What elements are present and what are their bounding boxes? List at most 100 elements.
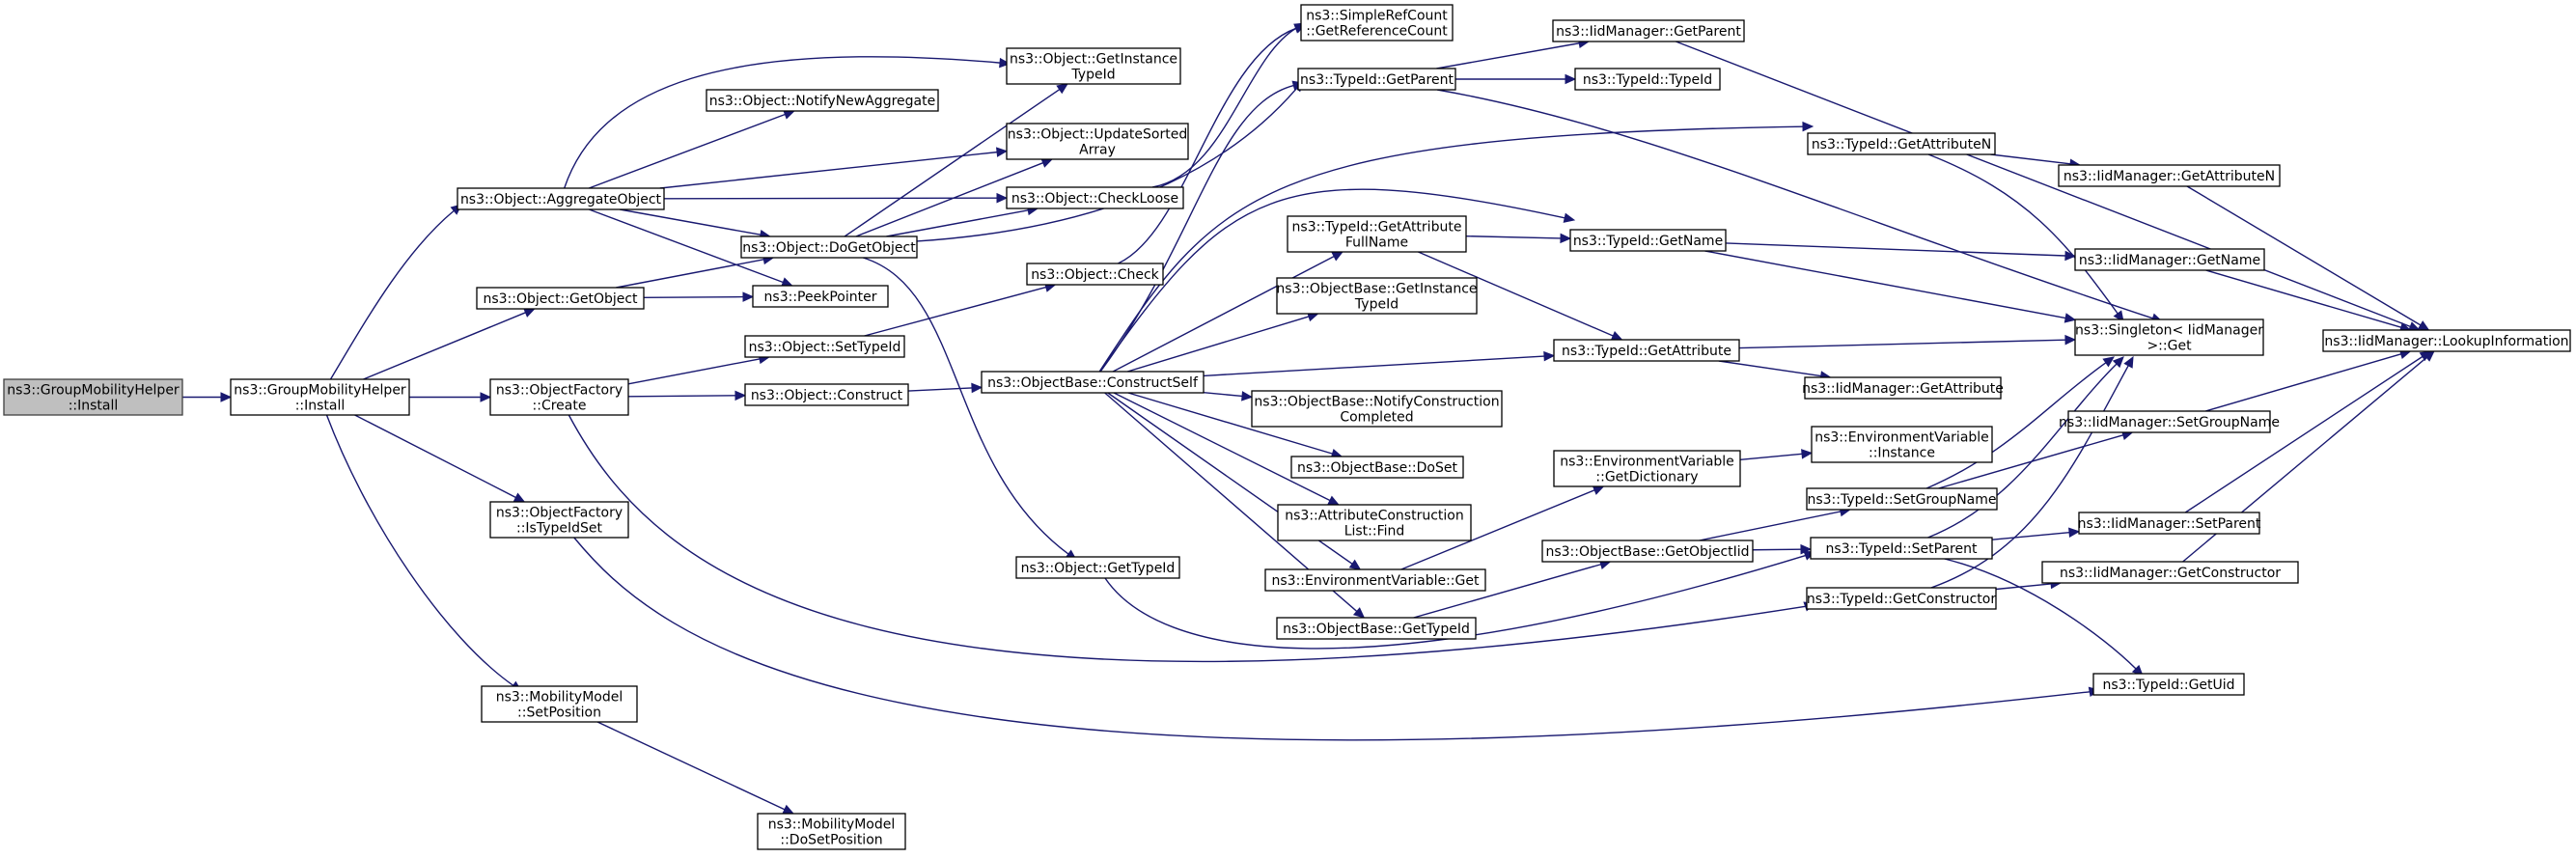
edge-line bbox=[907, 387, 973, 392]
node-tid_typeid[interactable]: ns3::TypeId::TypeId bbox=[1574, 68, 1721, 91]
edge-line bbox=[1991, 531, 2070, 540]
node-tid_getconstructor[interactable]: ns3::TypeId::GetConstructor bbox=[1806, 587, 1997, 610]
edge-line bbox=[1127, 392, 1333, 455]
node-box bbox=[1290, 456, 1464, 479]
edge-line bbox=[1738, 339, 2066, 349]
node-label: ns3::ObjectBase::GetTypeId bbox=[1283, 622, 1470, 637]
node-ob_getobjectiid[interactable]: ns3::ObjectBase::GetObjectIid bbox=[1541, 540, 1754, 563]
node-singleton_get[interactable]: ns3::Singleton< IidManager >::Get bbox=[2074, 318, 2264, 356]
node-label: ns3::TypeId::GetName bbox=[1573, 234, 1723, 249]
edge-tid_getparent-to-iid_getparent bbox=[1436, 38, 1591, 69]
node-ob_gettypeid[interactable]: ns3::ObjectBase::GetTypeId bbox=[1276, 617, 1477, 640]
node-tid_getattr[interactable]: ns3::TypeId::GetAttribute bbox=[1553, 339, 1740, 362]
node-label: List::Find bbox=[1344, 524, 1405, 540]
node-box bbox=[1810, 537, 1993, 560]
node-peekpointer[interactable]: ns3::PeekPointer bbox=[752, 285, 889, 308]
node-box bbox=[489, 501, 629, 539]
node-construct[interactable]: ns3::Object::Construct bbox=[744, 383, 909, 406]
node-dogetobject[interactable]: ns3::Object::DoGetObject bbox=[740, 235, 918, 259]
node-iid_lookup[interactable]: ns3::IidManager::LookupInformation bbox=[2322, 329, 2571, 352]
arrowhead bbox=[1241, 391, 1254, 401]
node-envvar_instance[interactable]: ns3::EnvironmentVariable::Instance bbox=[1811, 426, 1993, 463]
node-constructself[interactable]: ns3::ObjectBase::ConstructSelf bbox=[981, 371, 1205, 394]
edge-line bbox=[1676, 41, 2411, 328]
node-gmh_install_root[interactable]: ns3::GroupMobilityHelper::Install bbox=[3, 378, 183, 416]
node-envvar_getdict[interactable]: ns3::EnvironmentVariable::GetDictionary bbox=[1553, 450, 1741, 487]
node-label: ns3::Object::UpdateSorted bbox=[1008, 127, 1187, 143]
node-ob_doset[interactable]: ns3::ObjectBase::DoSet bbox=[1290, 456, 1464, 479]
edge-dogetobject-to-getinstancetypeid bbox=[844, 83, 1068, 237]
edge-line bbox=[1203, 392, 1243, 398]
node-iid_setgroupname[interactable]: ns3::IidManager::SetGroupName bbox=[2059, 410, 2280, 433]
edge-tid_getname-to-singleton_get bbox=[1704, 250, 2077, 323]
node-gmh_install[interactable]: ns3::GroupMobilityHelper::Install bbox=[230, 378, 410, 416]
node-label: ns3::TypeId::GetUid bbox=[2102, 678, 2234, 693]
node-label: ns3::Object::SetTypeId bbox=[749, 340, 901, 355]
node-box bbox=[1251, 390, 1503, 428]
edge-of_create-to-settypeid bbox=[627, 353, 771, 385]
edge-tid_getname-to-iid_getname bbox=[1725, 242, 2077, 262]
node-label: ns3::Object::AggregateObject bbox=[460, 192, 662, 208]
node-iid_getattr[interactable]: ns3::IidManager::GetAttribute bbox=[1802, 376, 2004, 400]
node-label: TypeId bbox=[1354, 297, 1399, 313]
node-box bbox=[1541, 540, 1754, 563]
arrowhead bbox=[2423, 350, 2435, 362]
edge-gmh_install-to-of_istypeidset bbox=[354, 414, 526, 503]
node-label: ns3::Object::GetInstance bbox=[1010, 52, 1177, 68]
node-label: ns3::IidManager::GetAttributeN bbox=[2064, 169, 2275, 184]
node-refcount[interactable]: ns3::SimpleRefCount::GetReferenceCount bbox=[1300, 4, 1454, 42]
node-box bbox=[489, 378, 629, 416]
node-iid_getparent[interactable]: ns3::IidManager::GetParent bbox=[1552, 19, 1745, 42]
node-label: ns3::TypeId::SetParent bbox=[1826, 541, 1978, 557]
edge-line bbox=[1400, 489, 1595, 570]
node-tid_getattrn[interactable]: ns3::TypeId::GetAttributeN bbox=[1807, 132, 1996, 155]
node-envvar_get[interactable]: ns3::EnvironmentVariable::Get bbox=[1264, 568, 1486, 592]
node-label: Completed bbox=[1340, 410, 1413, 426]
node-label: ns3::IidManager::SetGroupName bbox=[2059, 415, 2280, 430]
node-ob_notifyconstr[interactable]: ns3::ObjectBase::NotifyConstructionCompl… bbox=[1251, 390, 1503, 428]
arrowhead bbox=[1352, 607, 1366, 619]
node-of_istypeidset[interactable]: ns3::ObjectFactory::IsTypeIdSet bbox=[489, 501, 629, 539]
node-box bbox=[2322, 329, 2571, 352]
node-obj_gettypeid[interactable]: ns3::Object::GetTypeId bbox=[1015, 556, 1180, 579]
arrowhead bbox=[480, 392, 492, 402]
node-aggregate[interactable]: ns3::Object::AggregateObject bbox=[457, 187, 665, 210]
node-label: ::IsTypeIdSet bbox=[516, 521, 603, 537]
node-getobject[interactable]: ns3::Object::GetObject bbox=[476, 287, 645, 310]
node-tid_setgroupname[interactable]: ns3::TypeId::SetGroupName bbox=[1806, 487, 1998, 511]
node-check[interactable]: ns3::Object::Check bbox=[1026, 263, 1164, 286]
node-label: ns3::EnvironmentVariable bbox=[1560, 455, 1734, 470]
node-of_create[interactable]: ns3::ObjectFactory::Create bbox=[489, 378, 629, 416]
edge-line bbox=[1718, 360, 1821, 377]
node-checkloose[interactable]: ns3::Object::CheckLoose bbox=[1006, 186, 1184, 209]
node-label: ::GetReferenceCount bbox=[1306, 24, 1448, 40]
edge-line bbox=[1725, 242, 2066, 257]
node-box bbox=[744, 335, 905, 358]
arrowhead bbox=[1800, 543, 1813, 555]
node-mm_dosetpos[interactable]: ns3::MobilityModel::DoSetPosition bbox=[757, 813, 906, 850]
node-mm_setpos[interactable]: ns3::MobilityModel::SetPosition bbox=[481, 685, 638, 723]
node-label: ns3::TypeId::GetAttributeN bbox=[1812, 137, 1991, 152]
edge-line bbox=[1465, 235, 1562, 239]
node-settypeid[interactable]: ns3::Object::SetTypeId bbox=[744, 335, 905, 358]
node-iid_getattrn[interactable]: ns3::IidManager::GetAttributeN bbox=[2058, 164, 2281, 187]
edge-line bbox=[616, 259, 764, 289]
node-tid_setparent[interactable]: ns3::TypeId::SetParent bbox=[1810, 537, 1993, 560]
node-tid_getname[interactable]: ns3::TypeId::GetName bbox=[1569, 229, 1727, 252]
edge-line bbox=[1752, 548, 1802, 551]
node-iid_getname[interactable]: ns3::IidManager::GetName bbox=[2074, 248, 2265, 271]
edge-line bbox=[864, 286, 1046, 337]
node-notifynewagg[interactable]: ns3::Object::NotifyNewAggregate bbox=[706, 89, 939, 112]
node-tid_getparent[interactable]: ns3::TypeId::GetParent bbox=[1297, 68, 1456, 91]
node-box bbox=[1574, 68, 1721, 91]
node-iid_getconstructor[interactable]: ns3::IidManager::GetConstructor bbox=[2041, 561, 2299, 584]
edge-of_create-to-construct bbox=[627, 390, 747, 401]
node-tid_getuid[interactable]: ns3::TypeId::GetUid bbox=[2092, 673, 2245, 696]
node-iid_setparent[interactable]: ns3::IidManager::SetParent bbox=[2078, 512, 2261, 535]
